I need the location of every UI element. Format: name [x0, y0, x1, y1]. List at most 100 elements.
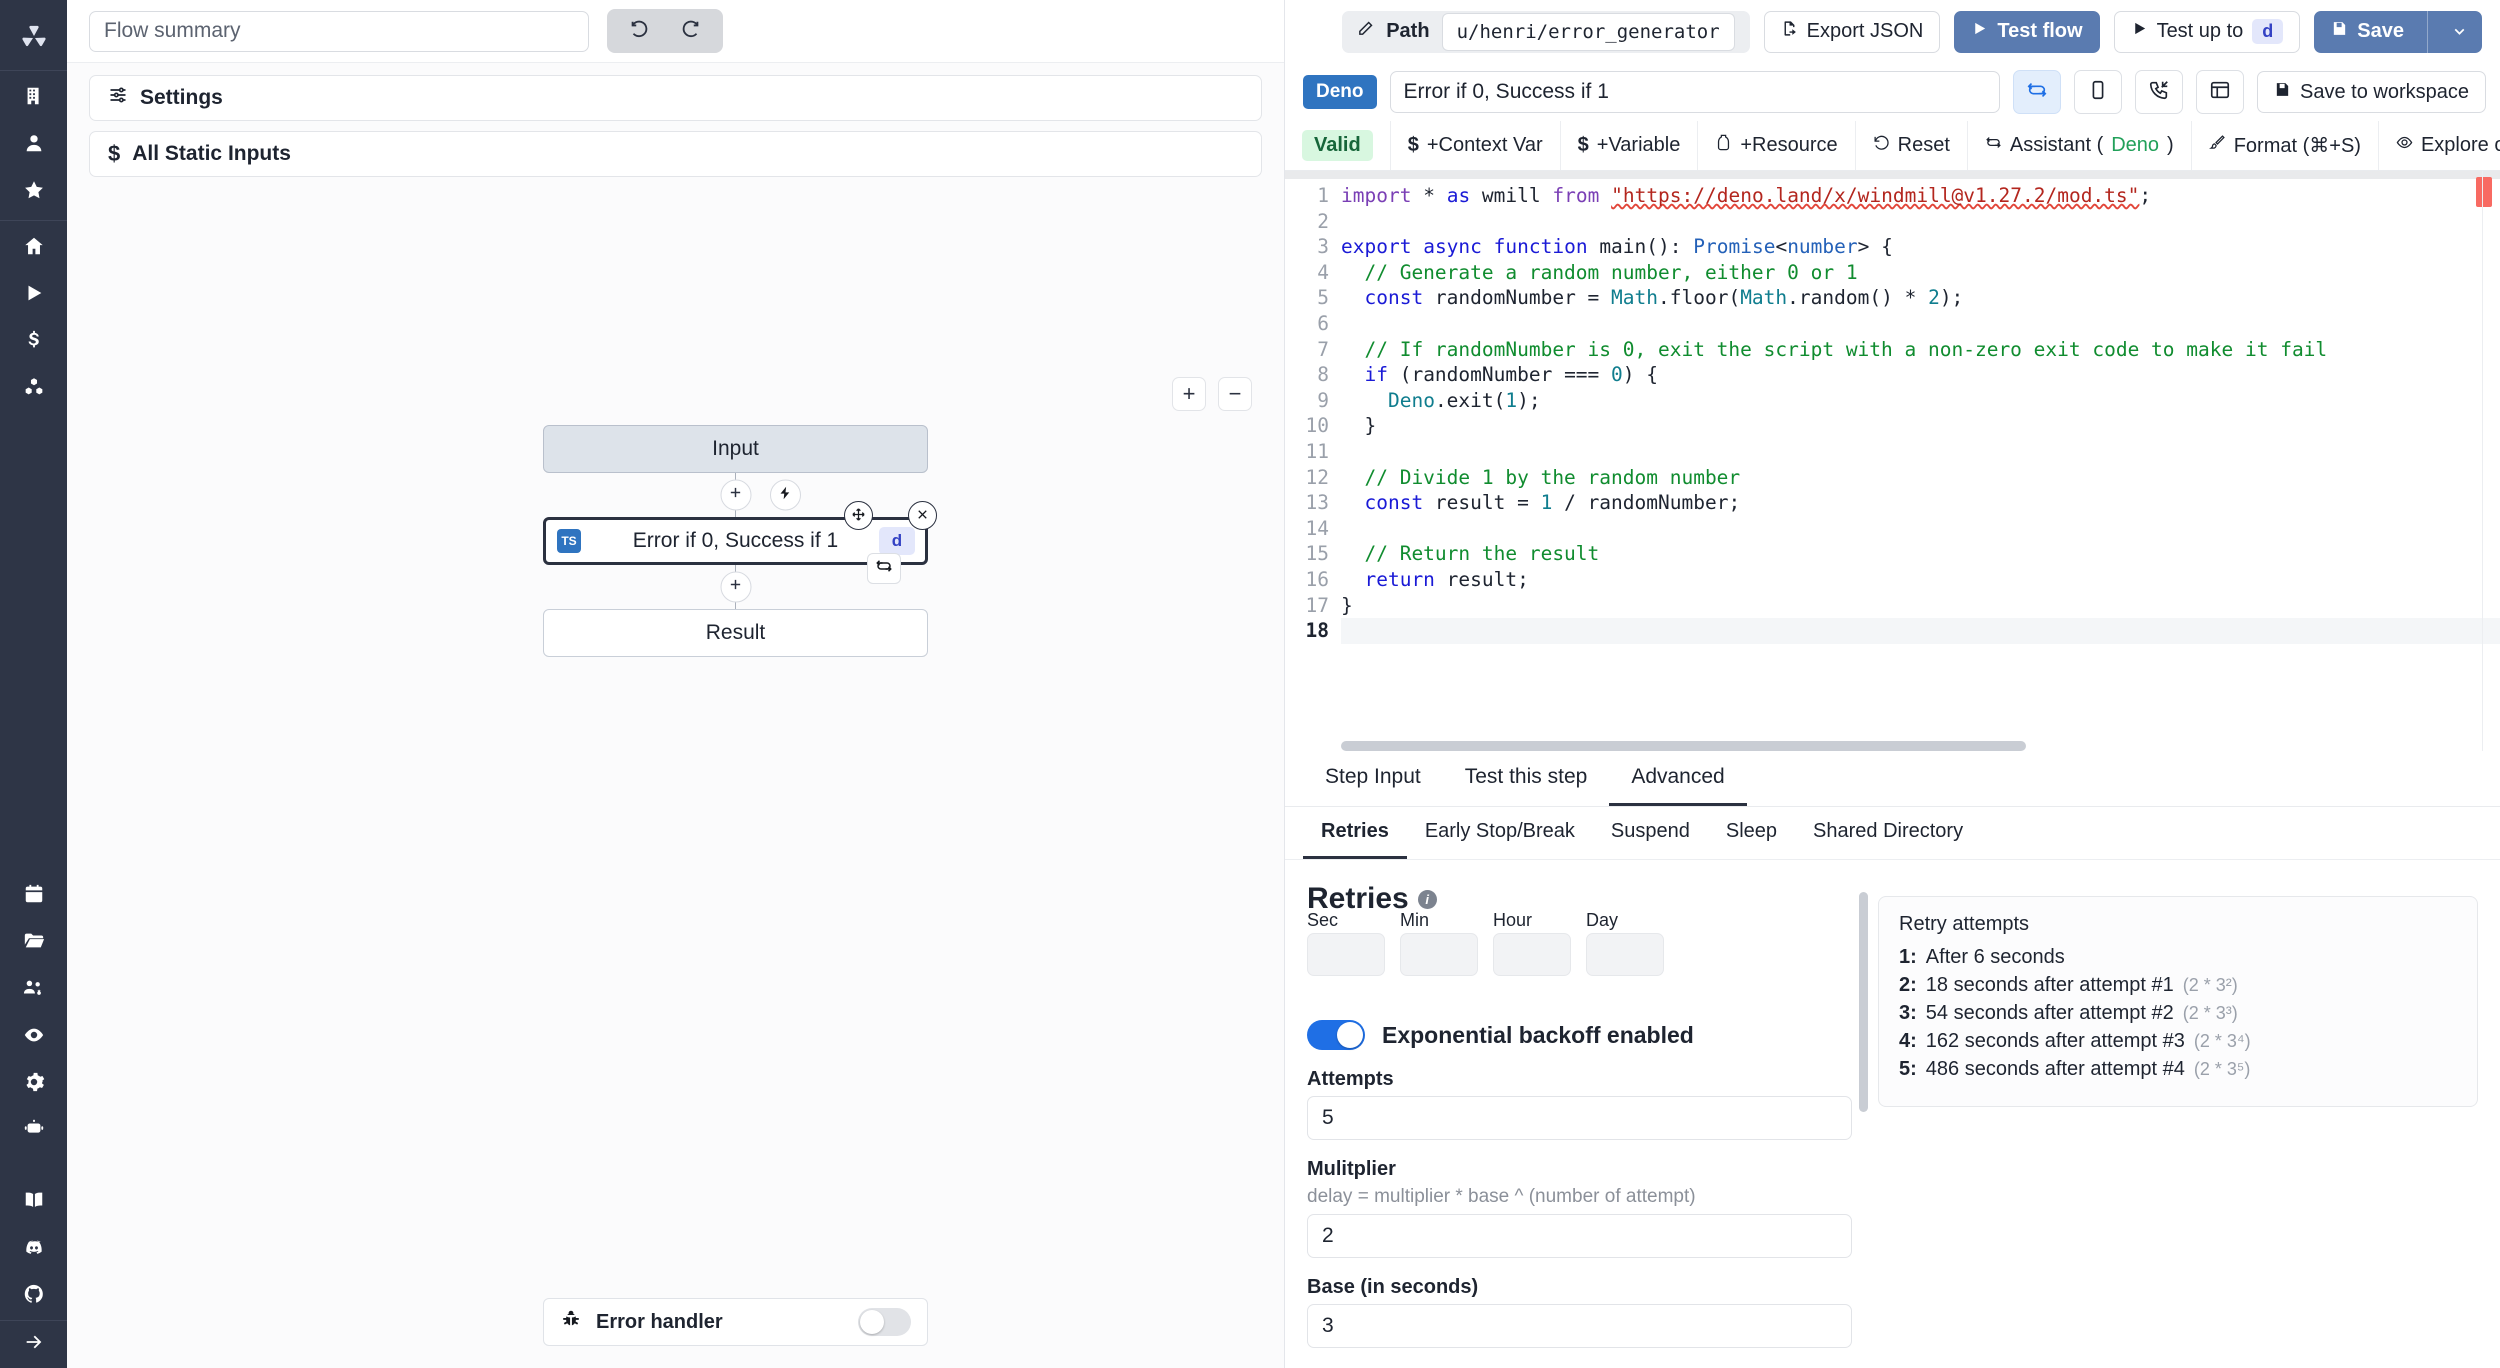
save-button[interactable]: Save — [2314, 10, 2482, 53]
info-icon[interactable]: i — [1417, 889, 1437, 909]
all-static-inputs-panel-row[interactable]: $ All Static Inputs — [89, 131, 1262, 177]
sidebar-item-workspace[interactable] — [0, 75, 67, 122]
exponential-backoff-toggle[interactable] — [1307, 1020, 1365, 1050]
flow-node-input[interactable]: Input — [543, 425, 928, 473]
code-line[interactable]: if (randomNumber === 0) { — [1341, 362, 2500, 388]
delay-day-input[interactable] — [1586, 933, 1664, 976]
code-line[interactable]: export async function main(): Promise<nu… — [1341, 234, 2500, 260]
subtab-sleep[interactable]: Sleep — [1725, 820, 1778, 842]
path-field[interactable]: Path u/henri/error_generator — [1342, 10, 1750, 53]
windmill-logo-icon[interactable] — [0, 8, 67, 66]
code-line[interactable]: } — [1341, 413, 2500, 439]
sidebar-item-github[interactable] — [0, 1273, 67, 1320]
add-variable-button[interactable]: $ +Variable — [1561, 121, 1699, 170]
editor-vertical-scrollbar[interactable] — [2482, 171, 2500, 751]
delay-min-field[interactable]: Min — [1400, 910, 1478, 976]
sidebar-item-profile[interactable] — [0, 122, 67, 169]
sidebar-item-schedules[interactable] — [0, 873, 67, 920]
reset-button[interactable]: Reset — [1856, 121, 1968, 170]
code-line[interactable]: return result; — [1341, 567, 2500, 593]
subtab-shared-directory[interactable]: Shared Directory — [1813, 820, 1964, 842]
delay-hour-input[interactable] — [1493, 933, 1571, 976]
sidebar-collapse-toggle[interactable] — [0, 1321, 67, 1368]
step-name-input[interactable]: Error if 0, Success if 1 — [1389, 71, 2001, 113]
code-line[interactable]: // Generate a random number, either 0 or… — [1341, 260, 2500, 286]
zoom-out-button[interactable]: − — [1218, 377, 1252, 411]
code-line[interactable] — [1341, 516, 2500, 542]
tab-advanced[interactable]: Advanced — [1609, 751, 1747, 806]
sidebar-item-favorites[interactable] — [0, 169, 67, 216]
flow-node-result[interactable]: Result — [543, 609, 928, 657]
sidebar-item-runs[interactable] — [0, 272, 67, 319]
tab-test-this-step[interactable]: Test this step — [1464, 765, 1588, 788]
test-up-to-button[interactable]: Test up to d — [2113, 10, 2301, 53]
code-line[interactable] — [1341, 439, 2500, 465]
step-retry-indicator[interactable] — [867, 553, 901, 584]
code-lines[interactable]: import * as wmill from "https://deno.lan… — [1341, 183, 2500, 644]
test-flow-button[interactable]: Test flow — [1954, 10, 2100, 53]
sidebar-item-audit-logs[interactable] — [0, 1014, 67, 1061]
flow-canvas[interactable]: + − Input — [67, 177, 1284, 1368]
code-line[interactable]: // If randomNumber is 0, exit the script… — [1341, 337, 2500, 363]
attempts-input[interactable]: 5 — [1307, 1096, 1852, 1140]
delay-min-input[interactable] — [1400, 933, 1478, 976]
save-to-workspace-button[interactable]: Save to workspace — [2257, 71, 2486, 113]
sidebar-item-discord[interactable] — [0, 1226, 67, 1273]
subtab-suspend[interactable]: Suspend — [1610, 820, 1690, 842]
add-step-button-top[interactable] — [720, 479, 751, 511]
add-step-button-bottom[interactable] — [720, 571, 751, 603]
delete-step-button[interactable] — [908, 501, 937, 530]
editor-horizontal-scrollbar[interactable] — [1341, 741, 2482, 751]
subtab-retries[interactable]: Retries — [1303, 807, 1407, 859]
toggle-retries-button[interactable] — [2013, 70, 2062, 114]
tab-step-input[interactable]: Step Input — [1325, 765, 1421, 788]
code-line[interactable]: const randomNumber = Math.floor(Math.ran… — [1341, 285, 2500, 311]
base-input[interactable]: 3 — [1307, 1304, 1852, 1348]
multiplier-input[interactable]: 2 — [1307, 1214, 1852, 1258]
assistant-button[interactable]: Assistant (Deno) — [1968, 121, 2192, 170]
scrollbar-thumb[interactable] — [1341, 741, 2026, 751]
sidebar-item-folders[interactable] — [0, 920, 67, 967]
code-line[interactable]: Deno.exit(1); — [1341, 388, 2500, 414]
save-dropdown-button[interactable] — [2437, 23, 2481, 40]
path-value[interactable]: u/henri/error_generator — [1441, 12, 1735, 51]
sidebar-item-settings[interactable] — [0, 1061, 67, 1108]
subtab-early-stop-break[interactable]: Early Stop/Break — [1424, 820, 1575, 842]
code-line[interactable]: const result = 1 / randomNumber; — [1341, 490, 2500, 516]
sidebar-item-variables[interactable] — [0, 319, 67, 366]
delay-sec-input[interactable] — [1307, 933, 1385, 976]
sidebar-item-docs[interactable] — [0, 1179, 67, 1226]
retries-form-scrollbar[interactable] — [1859, 892, 1868, 1112]
undo-button[interactable] — [613, 11, 665, 51]
code-line[interactable]: // Divide 1 by the random number — [1341, 465, 2500, 491]
sidebar-item-groups[interactable] — [0, 967, 67, 1014]
error-handler-toggle[interactable] — [858, 1308, 911, 1336]
code-line[interactable] — [1341, 311, 2500, 337]
mobile-preview-button[interactable] — [2074, 70, 2123, 114]
delay-day-field[interactable]: Day — [1586, 910, 1664, 976]
add-context-var-button[interactable]: $ +Context Var — [1391, 121, 1561, 170]
flow-summary-input[interactable]: Flow summary — [89, 10, 589, 52]
move-handle[interactable] — [844, 501, 873, 530]
code-line[interactable]: import * as wmill from "https://deno.lan… — [1341, 183, 2500, 209]
explore-other-scripts-button[interactable]: Explore other s — [2379, 121, 2500, 170]
branch-button[interactable] — [769, 479, 801, 511]
code-line[interactable]: // Return the result — [1341, 541, 2500, 567]
sidebar-item-resources[interactable] — [0, 366, 67, 413]
flow-node-step[interactable]: TS Error if 0, Success if 1 d — [543, 501, 937, 584]
sidebar-item-workers[interactable] — [0, 1108, 67, 1155]
sidebar-item-home[interactable] — [0, 225, 67, 272]
delay-sec-field[interactable]: Sec — [1307, 910, 1385, 976]
webhooks-button[interactable] — [2135, 70, 2184, 114]
code-line[interactable]: } — [1341, 593, 2500, 619]
error-marker[interactable] — [2476, 177, 2492, 207]
export-json-button[interactable]: Export JSON — [1763, 10, 1941, 53]
format-button[interactable]: Format (⌘+S) — [2192, 121, 2379, 170]
code-line[interactable] — [1341, 209, 2500, 235]
add-resource-button[interactable]: +Resource — [1698, 121, 1856, 170]
layout-button[interactable] — [2196, 70, 2245, 114]
delay-hour-field[interactable]: Hour — [1493, 910, 1571, 976]
zoom-in-button[interactable]: + — [1172, 377, 1206, 411]
